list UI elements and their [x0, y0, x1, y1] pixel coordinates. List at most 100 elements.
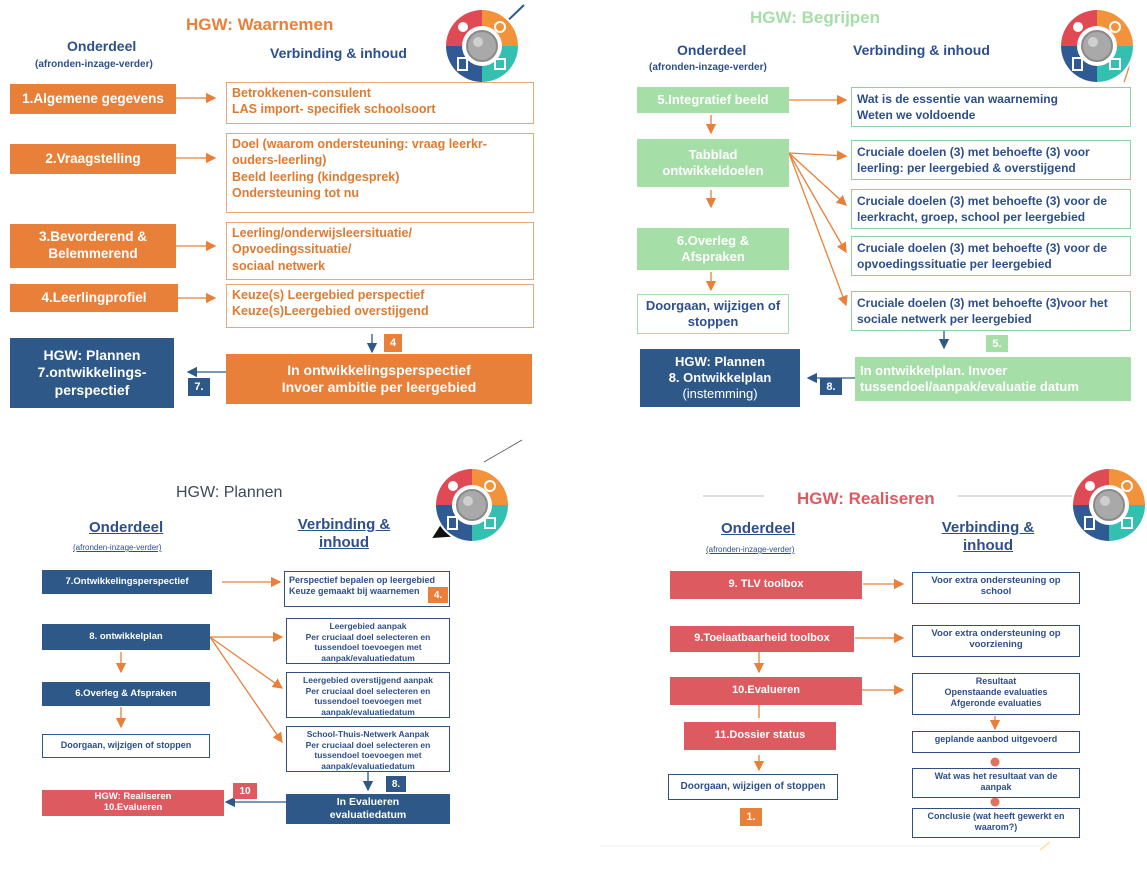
q2-text-box-3: Cruciale doelen (3) met behoefte (3) voo… — [851, 189, 1131, 229]
q4-step-dossier-status[interactable]: 11.Dossier status — [684, 722, 836, 750]
q3-block-line: Per cruciaal doel selecteren en — [305, 685, 431, 696]
q2-step-doorgaan[interactable]: Doorgaan, wijzigen of stoppen — [637, 294, 789, 334]
q4-text-school: Voor extra ondersteuning op school — [912, 572, 1080, 604]
q3-step-label: 6.Overleg & Afspraken — [75, 688, 177, 700]
q4-text-line: Voor extra ondersteuning op — [931, 628, 1061, 639]
q4-badge-1: 1. — [740, 808, 762, 826]
q3-col-left-header: Onderdeel — [89, 519, 164, 536]
q4-text-line: Conclusie (wat heeft gewerkt en — [927, 811, 1065, 821]
q2-step-line: Doorgaan, wijzigen of — [645, 297, 781, 313]
q2-target-line: (instemming) — [682, 386, 758, 402]
q3-col-left-sub: (afronden-inzage-verder) — [73, 543, 162, 552]
q1-text-line: sociaal netwerk — [232, 258, 326, 273]
q1-text-line: Keuze(s)Leergebied overstijgend — [232, 304, 429, 319]
q3-block-line: aanpak/evaluatiedatum — [321, 652, 415, 663]
q4-step-tlv-toolbox[interactable]: 9. TLV toolbox — [670, 571, 862, 599]
q2-result-ontwikkelplan[interactable]: In ontwikkelplan. Invoer tussendoel/aanp… — [855, 357, 1131, 401]
q3-step-ontwikkelingsperspectief[interactable]: 7.Ontwikkelingsperspectief — [42, 570, 212, 594]
q3-result-evalueren[interactable]: In Evalueren evaluatiedatum — [286, 794, 450, 824]
q1-result-line: Invoer ambitie per leergebied — [281, 379, 477, 395]
q3-badge-4: 4. — [428, 587, 448, 603]
q3-col-right-line: inhoud — [319, 534, 369, 551]
q2-result-line: In ontwikkelplan. Invoer — [860, 362, 1008, 378]
q4-text-line: waarom?) — [974, 821, 1018, 832]
q1-title: HGW: Waarnemen — [186, 15, 334, 34]
q1-text-line: ouders-leerling) — [232, 153, 327, 168]
q3-step-overleg-afspraken[interactable]: 6.Overleg & Afspraken — [42, 682, 210, 706]
q2-target-plannen[interactable]: HGW: Plannen 8. Ontwikkelplan (instemmin… — [640, 349, 800, 407]
q2-text-line: Weten we voldoende — [857, 108, 976, 123]
q3-step-doorgaan[interactable]: Doorgaan, wijzigen of stoppen — [42, 734, 210, 758]
q1-step-label: 2.Vraagstelling — [45, 150, 141, 166]
q3-block-leergebied: Leergebied aanpak Per cruciaal doel sele… — [286, 618, 450, 664]
q1-target-line: perspectief — [54, 381, 130, 398]
q4-text-line: geplande aanbod uitgevoerd — [934, 734, 1058, 744]
q1-step-bevorderend[interactable]: 3.Bevorderend & Belemmerend — [10, 224, 176, 268]
q2-text-line: opvoedingssituatie per leergebied — [857, 257, 1052, 272]
q2-col-left-header: Onderdeel — [677, 42, 747, 58]
q4-title: HGW: Realiseren — [797, 489, 935, 508]
q4-col-right-line: Verbinding & — [941, 519, 1035, 536]
q4-step-label: 10.Evalueren — [732, 684, 800, 697]
q1-step-algemene-gegevens[interactable]: 1.Algemene gegevens — [10, 84, 176, 114]
q1-text-box-1: Betrokkenen-consulent LAS import- specif… — [226, 82, 534, 124]
q3-result-line: In Evalueren — [336, 795, 400, 808]
q1-text-box-2: Doel (waarom ondersteuning: vraag leerkr… — [226, 133, 534, 213]
q3-badge-8: 8. — [386, 776, 406, 792]
q2-step-line: Tabblad — [688, 146, 738, 162]
q2-step-line: Afspraken — [681, 249, 745, 264]
q2-text-line: Cruciale doelen (3) met behoefte (3)voor… — [857, 296, 1108, 310]
q2-badge-8: 8. — [820, 378, 842, 395]
q4-step-doorgaan[interactable]: Doorgaan, wijzigen of stoppen — [668, 774, 838, 800]
q2-text-line: Wat is de essentie van waarneming — [857, 92, 1058, 106]
q2-col-left-sub: (afronden-inzage-verder) — [649, 62, 767, 73]
q3-block-school-thuis-netwerk: School-Thuis-Netwerk Aanpak Per cruciaal… — [286, 726, 450, 772]
q4-step-label: 9.Toelaatbaarheid toolbox — [694, 632, 830, 645]
q3-step-label: 8. ontwikkelplan — [89, 631, 163, 643]
q3-perspectief-line: Keuze gemaakt bij waarnemen — [289, 586, 420, 597]
q1-col-right-header: Verbinding & inhoud — [270, 45, 407, 61]
q3-block-line: Per cruciaal doel selecteren en — [305, 631, 431, 642]
q4-text-line: Resultaat — [975, 676, 1017, 686]
q4-text-line: Voor extra ondersteuning op — [931, 575, 1061, 586]
q3-title: HGW: Plannen — [176, 484, 283, 501]
q1-text-line: Beeld leerling (kindgesprek) — [232, 169, 400, 184]
q2-step-overleg-afspraken[interactable]: 6.Overleg & Afspraken — [637, 228, 789, 270]
q3-step-ontwikkelplan[interactable]: 8. ontwikkelplan — [42, 624, 210, 650]
q1-step-vraagstelling[interactable]: 2.Vraagstelling — [10, 144, 176, 174]
q4-step-evalueren[interactable]: 10.Evalueren — [670, 677, 862, 705]
q2-text-line: leerling: per leergebied & overstijgend — [857, 161, 1076, 176]
q4-step-label: 9. TLV toolbox — [728, 578, 804, 591]
q2-step-tabblad-ontwikkeldoelen[interactable]: Tabblad ontwikkeldoelen — [637, 139, 789, 187]
q4-col-right-header: Verbinding & inhoud — [928, 519, 1048, 555]
q2-text-box-1: Wat is de essentie van waarneming Weten … — [851, 87, 1131, 127]
q4-step-label: Doorgaan, wijzigen of stoppen — [680, 780, 826, 792]
q3-step-label: Doorgaan, wijzigen of stoppen — [60, 740, 192, 751]
q1-target-line: 7.ontwikkelings- — [37, 364, 147, 381]
q1-text-box-3: Leerling/onderwijsleersituatie/ Opvoedin… — [226, 222, 534, 280]
q1-badge-7: 7. — [188, 378, 210, 396]
q1-step-leerlingprofiel[interactable]: 4.Leerlingprofiel — [10, 284, 178, 312]
q3-block-line: Per cruciaal doel selecteren en — [305, 739, 431, 750]
q2-text-box-2: Cruciale doelen (3) met behoefte (3) voo… — [851, 140, 1131, 180]
q1-result-ontwikkelingsperspectief[interactable]: In ontwikkelingsperspectief Invoer ambit… — [226, 354, 532, 404]
q4-step-toelaatbaarheid-toolbox[interactable]: 9.Toelaatbaarheid toolbox — [670, 626, 854, 652]
q2-text-line: sociale netwerk per leergebied — [857, 312, 1032, 327]
q2-step-line: stoppen — [687, 314, 739, 329]
q2-step-integratief-beeld[interactable]: 5.Integratief beeld — [637, 87, 789, 113]
q4-text-line: aanpak — [980, 781, 1012, 792]
q1-step-label: 3.Bevorderend & Belemmerend — [38, 229, 148, 261]
q1-text-line: LAS import- specifiek schoolsoort — [232, 102, 436, 117]
q1-step-label: 1.Algemene gegevens — [22, 90, 164, 106]
q1-badge-4: 4 — [384, 334, 402, 352]
q3-badge-10: 10 — [233, 783, 257, 799]
q3-result-line: evaluatiedatum — [329, 809, 407, 821]
q3-block-line: tussendoel toevoegen met — [314, 642, 422, 653]
q3-block-line: School-Thuis-Netwerk Aanpak — [306, 729, 430, 739]
q1-text-box-4: Keuze(s) Leergebied perspectief Keuze(s)… — [226, 284, 534, 328]
q2-badge-5: 5. — [986, 335, 1008, 352]
q2-step-line: 6.Overleg & — [676, 232, 750, 248]
q3-col-right-line: Verbinding & — [297, 516, 391, 533]
q3-target-realiseren[interactable]: HGW: Realiseren 10.Evalueren — [42, 790, 224, 816]
q1-target-plannen[interactable]: HGW: Plannen 7.ontwikkelings- perspectie… — [10, 338, 174, 408]
